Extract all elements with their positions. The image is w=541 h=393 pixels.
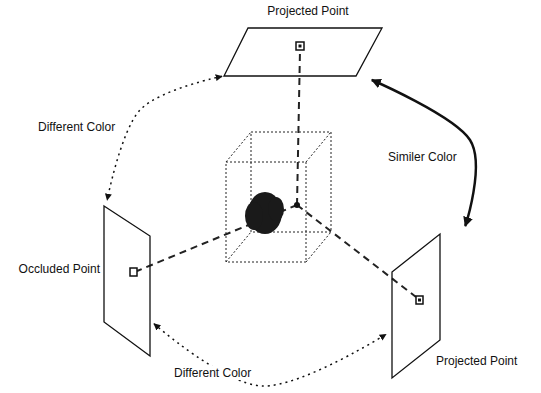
edge-label: Similer Color (386, 150, 459, 164)
plane-shape (392, 234, 440, 378)
image-plane: Projected Point (386, 226, 536, 380)
plane-outline (2, 200, 154, 360)
image-plane: Projected Point (222, 2, 394, 80)
pixel-marker (130, 42, 423, 304)
color-comparison-arrow (154, 324, 386, 386)
plane-label: Projected Point (436, 354, 517, 369)
color-comparison-arrow (107, 76, 222, 200)
color-comparison-arrow (372, 80, 476, 226)
occluding-object (245, 192, 284, 234)
image-plane: Occluded Point (2, 200, 154, 360)
plane-shape (104, 206, 150, 356)
edge-label: Different Color (36, 120, 117, 134)
plane-shape (224, 28, 382, 76)
edge-label: Different Color (172, 366, 253, 380)
plane-label: Occluded Point (19, 262, 100, 277)
projection-ray (137, 50, 416, 297)
voxel-point (294, 202, 300, 208)
plane-label: Projected Point (267, 4, 348, 19)
voxel-cube (226, 132, 331, 262)
